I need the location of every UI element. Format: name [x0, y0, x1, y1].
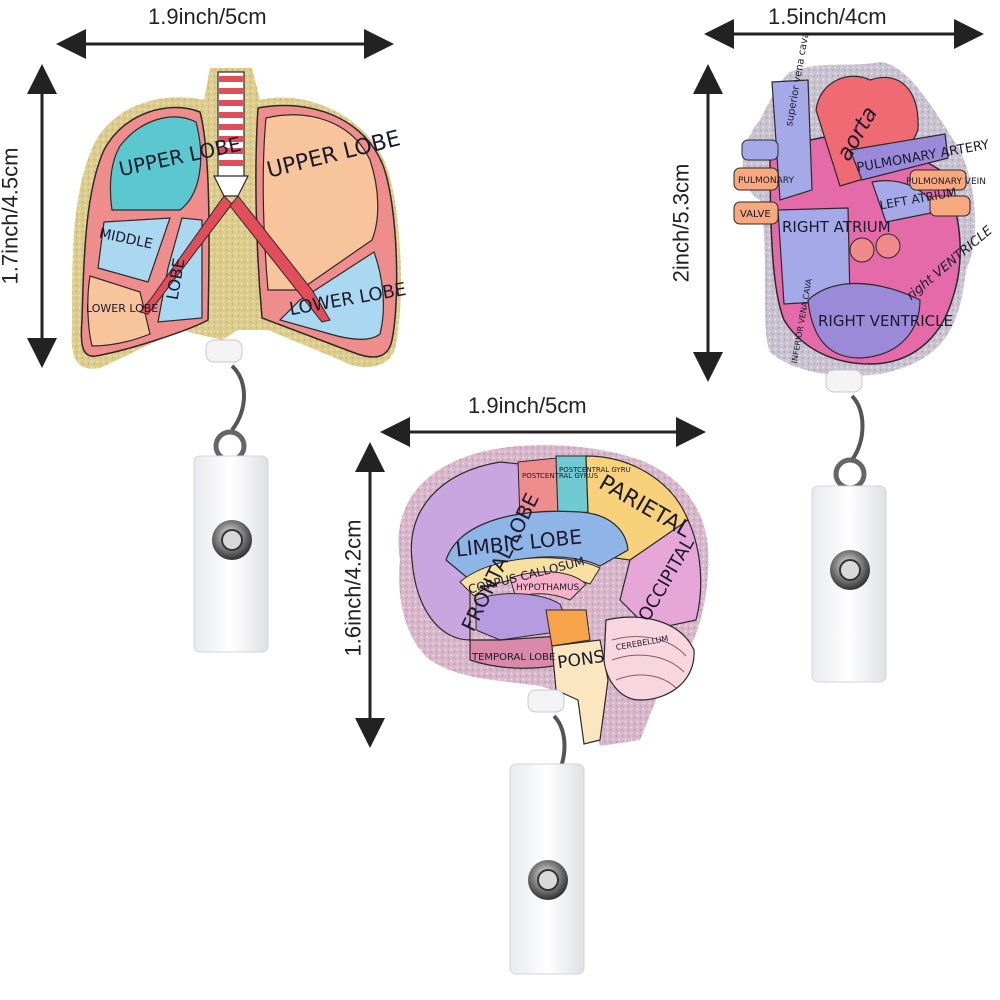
heart-pulmonary-vein-right-label: PULMONARY VEIN	[906, 177, 986, 187]
heart-badge: superior vena cava aorta PULMONARY ARTER…	[733, 31, 996, 683]
lungs-lower-lobe-right	[278, 251, 384, 340]
brain-occipital	[619, 519, 702, 631]
lungs-badge: UPPER LOBE MIDDLE LOBE LOWER LOBE UPPER …	[71, 68, 408, 653]
lungs-upper-lobe-right	[262, 114, 379, 291]
brain-precentral-gyrus-label: POSTCENTRAL GYRU	[559, 466, 631, 474]
brain-temporal-lobe-label: TEMPORAL LOBE	[471, 652, 555, 663]
brain-badge: FRONTAL LOBE POSTCENTRAL GYRUS POSTCENTR…	[398, 445, 709, 975]
lungs-trachea	[139, 71, 331, 323]
heart-right-ventricle	[807, 282, 921, 359]
brain-hypothalamus-label: HYPOTHAMUS	[516, 583, 580, 593]
heart-right-ventricle-label: RIGHT VENTRICLE	[818, 312, 953, 330]
heart-pulmonary-artery	[849, 133, 949, 181]
brain-postcentral-gyrus-label: POSTCENTRAL GYRUS	[522, 472, 599, 480]
heart-valve-label: VALVE	[740, 209, 771, 220]
dimension-arrows	[27, 19, 984, 748]
heart-right-atrium-label: RIGHT ATRIUM	[782, 218, 891, 236]
heart-pulmonary-vein-left-label: PULMONARY	[738, 176, 794, 186]
lungs-lower-lobe-left	[87, 275, 151, 347]
lungs-width-label: 1.9inch/5cm	[148, 4, 267, 29]
brain-cerebellum	[603, 616, 695, 701]
lungs-upper-lobe-left	[109, 116, 202, 211]
brain-precentral-gyrus	[555, 455, 589, 517]
lungs-middle-lobe-left	[97, 217, 171, 283]
heart-superior-vena-cava	[771, 79, 813, 201]
lungs-lower-lobe-left-label: LOWER LOBE	[86, 302, 158, 315]
brain-width-label: 1.9inch/5cm	[468, 393, 587, 418]
